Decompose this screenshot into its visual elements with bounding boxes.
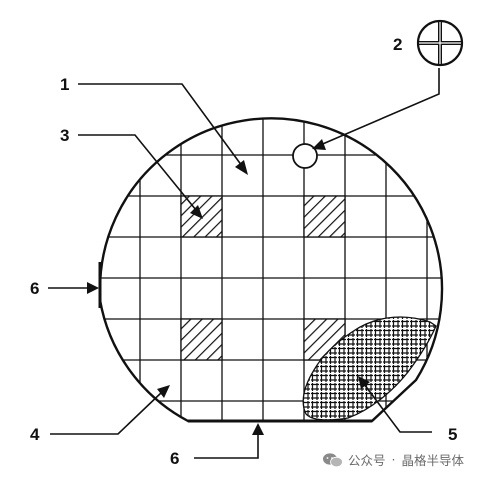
leader-3 [78, 134, 197, 211]
callout-6-left: 6 [30, 279, 39, 298]
magnified-alignment-mark [416, 19, 464, 67]
callout-4: 4 [30, 425, 40, 444]
callout-1: 1 [60, 75, 69, 94]
wafer-outline [98, 117, 444, 423]
callout-3: 3 [60, 126, 69, 145]
leader-1 [78, 83, 243, 167]
alignment-mark [292, 143, 318, 169]
watermark-account: 公众号 [348, 453, 386, 468]
watermark-name: 晶格半导体 [401, 453, 465, 468]
arrowhead-4 [157, 385, 170, 398]
leader-5 [363, 383, 432, 433]
arrowhead-1 [235, 160, 248, 175]
leader-6-bottom [194, 430, 259, 459]
callout-6-bottom: 6 [170, 449, 179, 468]
watermark: 公众号 · 晶格半导体 [322, 450, 464, 469]
leader-4 [50, 391, 163, 435]
defect-region [302, 316, 437, 421]
wechat-icon [323, 452, 343, 467]
die-grid [99, 118, 442, 421]
arrowhead-6-left [87, 282, 99, 294]
watermark-separator: · [391, 452, 396, 467]
hatched-die [180, 318, 223, 361]
callout-5: 5 [448, 425, 457, 444]
arrowhead-6-bottom [252, 423, 264, 435]
arrowhead-5 [358, 376, 370, 389]
hatched-die [303, 195, 346, 238]
leader-2 [317, 68, 440, 147]
arrowhead-3 [190, 205, 203, 219]
arrowhead-2 [312, 139, 326, 150]
callout-2: 2 [393, 35, 402, 54]
